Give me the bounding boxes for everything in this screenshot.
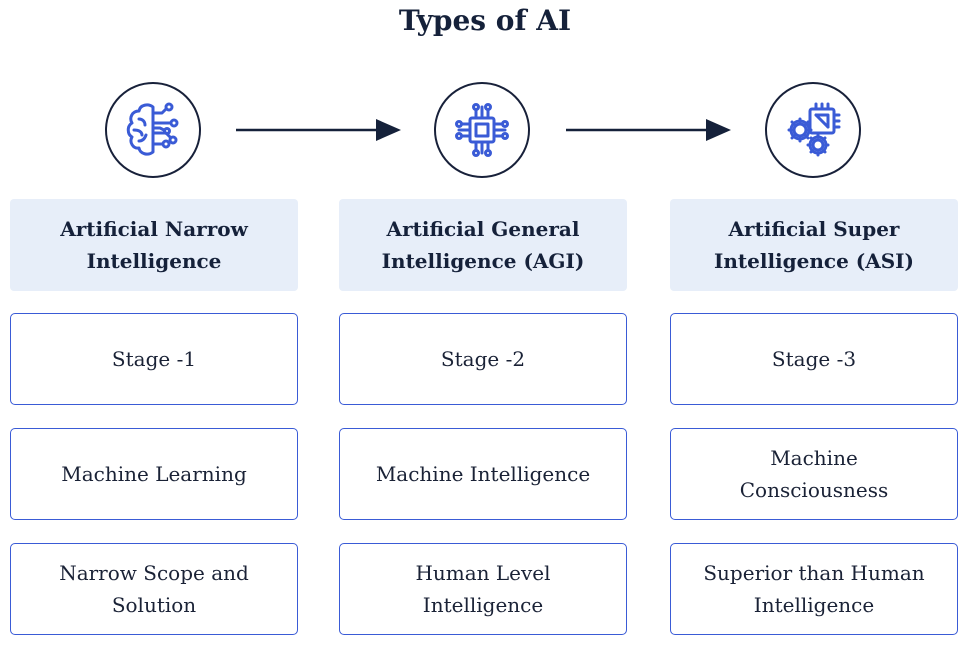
capability-cell: Machine Intelligence: [339, 428, 627, 520]
arrow-right-icon: [236, 119, 401, 141]
type-header: Artificial General Intelligence (AGI): [339, 199, 627, 291]
brain-circuit-icon: [105, 82, 201, 178]
scope-cell: Human Level Intelligence: [339, 543, 627, 635]
scope-cell: Superior than Human Intelligence: [670, 543, 958, 635]
column-asi: Artificial Super Intelligence (ASI) Stag…: [670, 0, 958, 647]
capability-cell: Machine Consciousness: [670, 428, 958, 520]
type-header: Artificial Super Intelligence (ASI): [670, 199, 958, 291]
column-agi: Artificial General Intelligence (AGI) St…: [339, 0, 627, 647]
stage-cell: Stage -2: [339, 313, 627, 405]
cpu-chip-icon: [434, 82, 530, 178]
diagram-title: Types of AI: [398, 4, 572, 37]
chip-gears-icon: [765, 82, 861, 178]
stage-cell: Stage -1: [10, 313, 298, 405]
arrow-right-icon: [566, 119, 731, 141]
type-header: Artificial Narrow Intelligence: [10, 199, 298, 291]
stage-cell: Stage -3: [670, 313, 958, 405]
scope-cell: Narrow Scope and Solution: [10, 543, 298, 635]
capability-cell: Machine Learning: [10, 428, 298, 520]
column-ani: Artificial Narrow Intelligence Stage -1 …: [10, 0, 298, 647]
